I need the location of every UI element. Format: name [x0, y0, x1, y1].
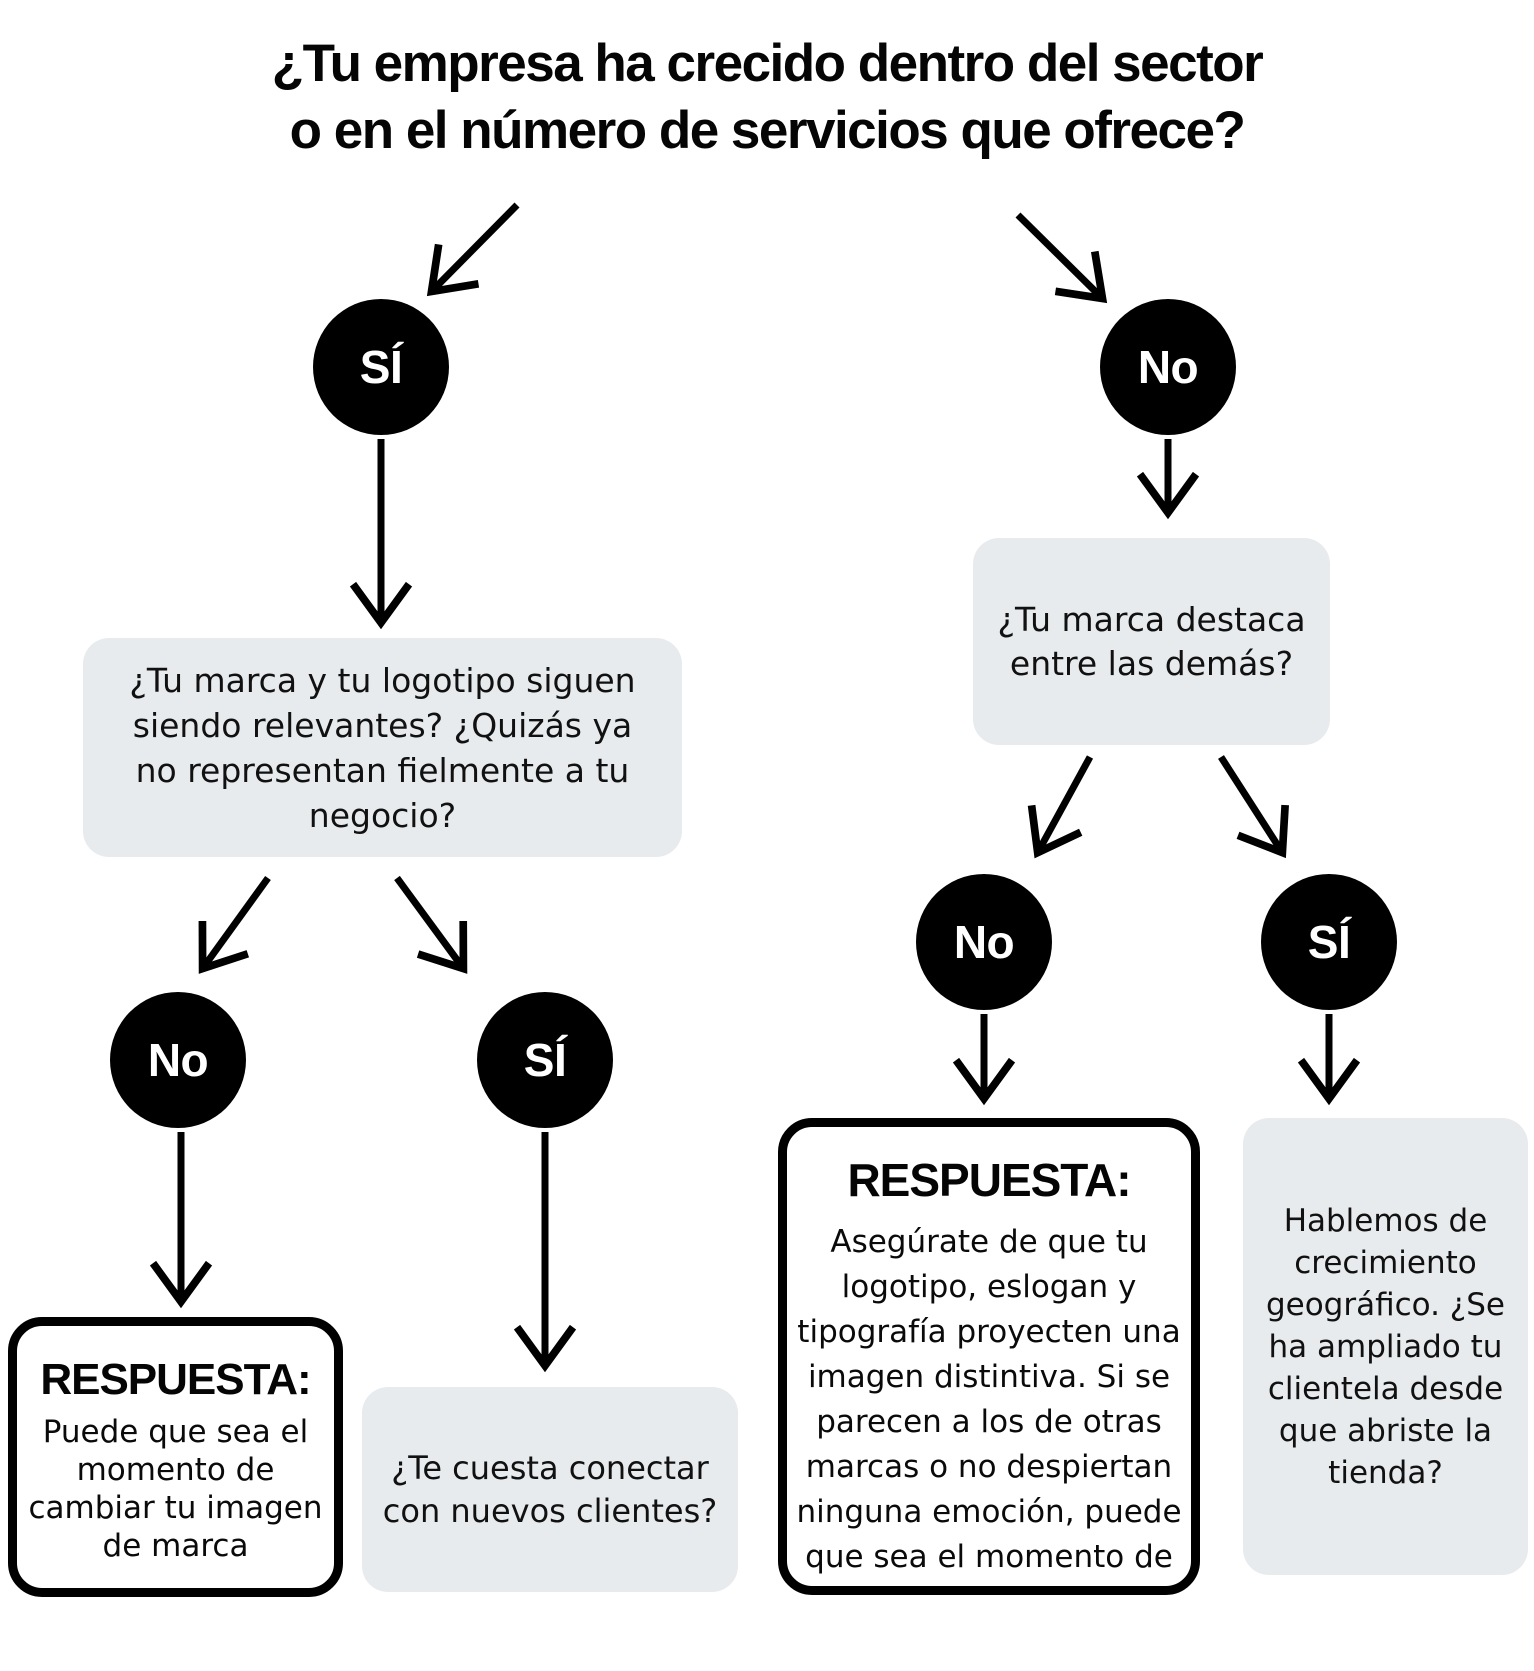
answer-box-distinctive-image: RESPUESTA: Asegúrate de que tu logotipo,… [778, 1118, 1200, 1595]
arrow-q1-to-no [198, 875, 271, 974]
page-title-line1: ¿Tu empresa ha crecido dentro del sector [271, 34, 1264, 93]
node-l2-left-yes: SÍ [477, 992, 613, 1128]
arrow-title-to-yes [426, 202, 520, 297]
answer-text-rebrand: Puede que sea el momento de cambiar tu i… [28, 1414, 323, 1564]
answer-text-distinctive-image: Asegúrate de que tu logotipo, eslogan y … [796, 1224, 1182, 1575]
node-l2-right-no-label: No [953, 916, 1015, 968]
answer-heading-distinctive-image: RESPUESTA: [847, 1154, 1131, 1206]
answer-box-rebrand: RESPUESTA: Puede que sea el momento de c… [8, 1317, 343, 1597]
node-l2-left-no: No [110, 992, 246, 1128]
arrow-q2-to-yes [1218, 755, 1289, 859]
node-l2-right-no: No [916, 874, 1052, 1010]
question-box-brand-standout: ¿Tu marca destaca entre las demás? [973, 538, 1330, 745]
question-box-new-clients: ¿Te cuesta conectar con nuevos clientes? [362, 1387, 738, 1592]
page-title-line2: o en el número de servicios que ofrece? [289, 101, 1246, 160]
arrow-q2-to-no [1027, 755, 1094, 859]
question-text-brand-standout: ¿Tu marca destaca entre las demás? [997, 599, 1306, 683]
node-l2-left-yes-label: SÍ [523, 1034, 567, 1086]
question-text-new-clients: ¿Te cuesta conectar con nuevos clientes? [382, 1448, 718, 1530]
page-title: ¿Tu empresa ha crecido dentro del sector… [0, 30, 1534, 164]
arrow-title-to-no [1015, 212, 1108, 304]
node-l2-right-yes: SÍ [1261, 874, 1397, 1010]
arrow-q1-to-yes [394, 875, 468, 974]
question-text-geographic-growth: Hablemos de crecimiento geográfico. ¿Se … [1265, 1202, 1506, 1491]
question-box-brand-relevance: ¿Tu marca y tu logotipo siguen siendo re… [83, 638, 682, 857]
node-l2-left-no-label: No [147, 1034, 209, 1086]
question-box-geographic-growth: Hablemos de crecimiento geográfico. ¿Se … [1243, 1118, 1528, 1575]
question-text-brand-relevance: ¿Tu marca y tu logotipo siguen siendo re… [129, 660, 636, 835]
node-l1-no: No [1100, 299, 1236, 435]
node-l2-right-yes-label: SÍ [1307, 916, 1351, 968]
node-l1-yes-label: SÍ [359, 341, 403, 393]
node-l1-yes: SÍ [313, 299, 449, 435]
answer-heading-rebrand: RESPUESTA: [40, 1355, 311, 1404]
node-l1-no-label: No [1137, 341, 1199, 393]
